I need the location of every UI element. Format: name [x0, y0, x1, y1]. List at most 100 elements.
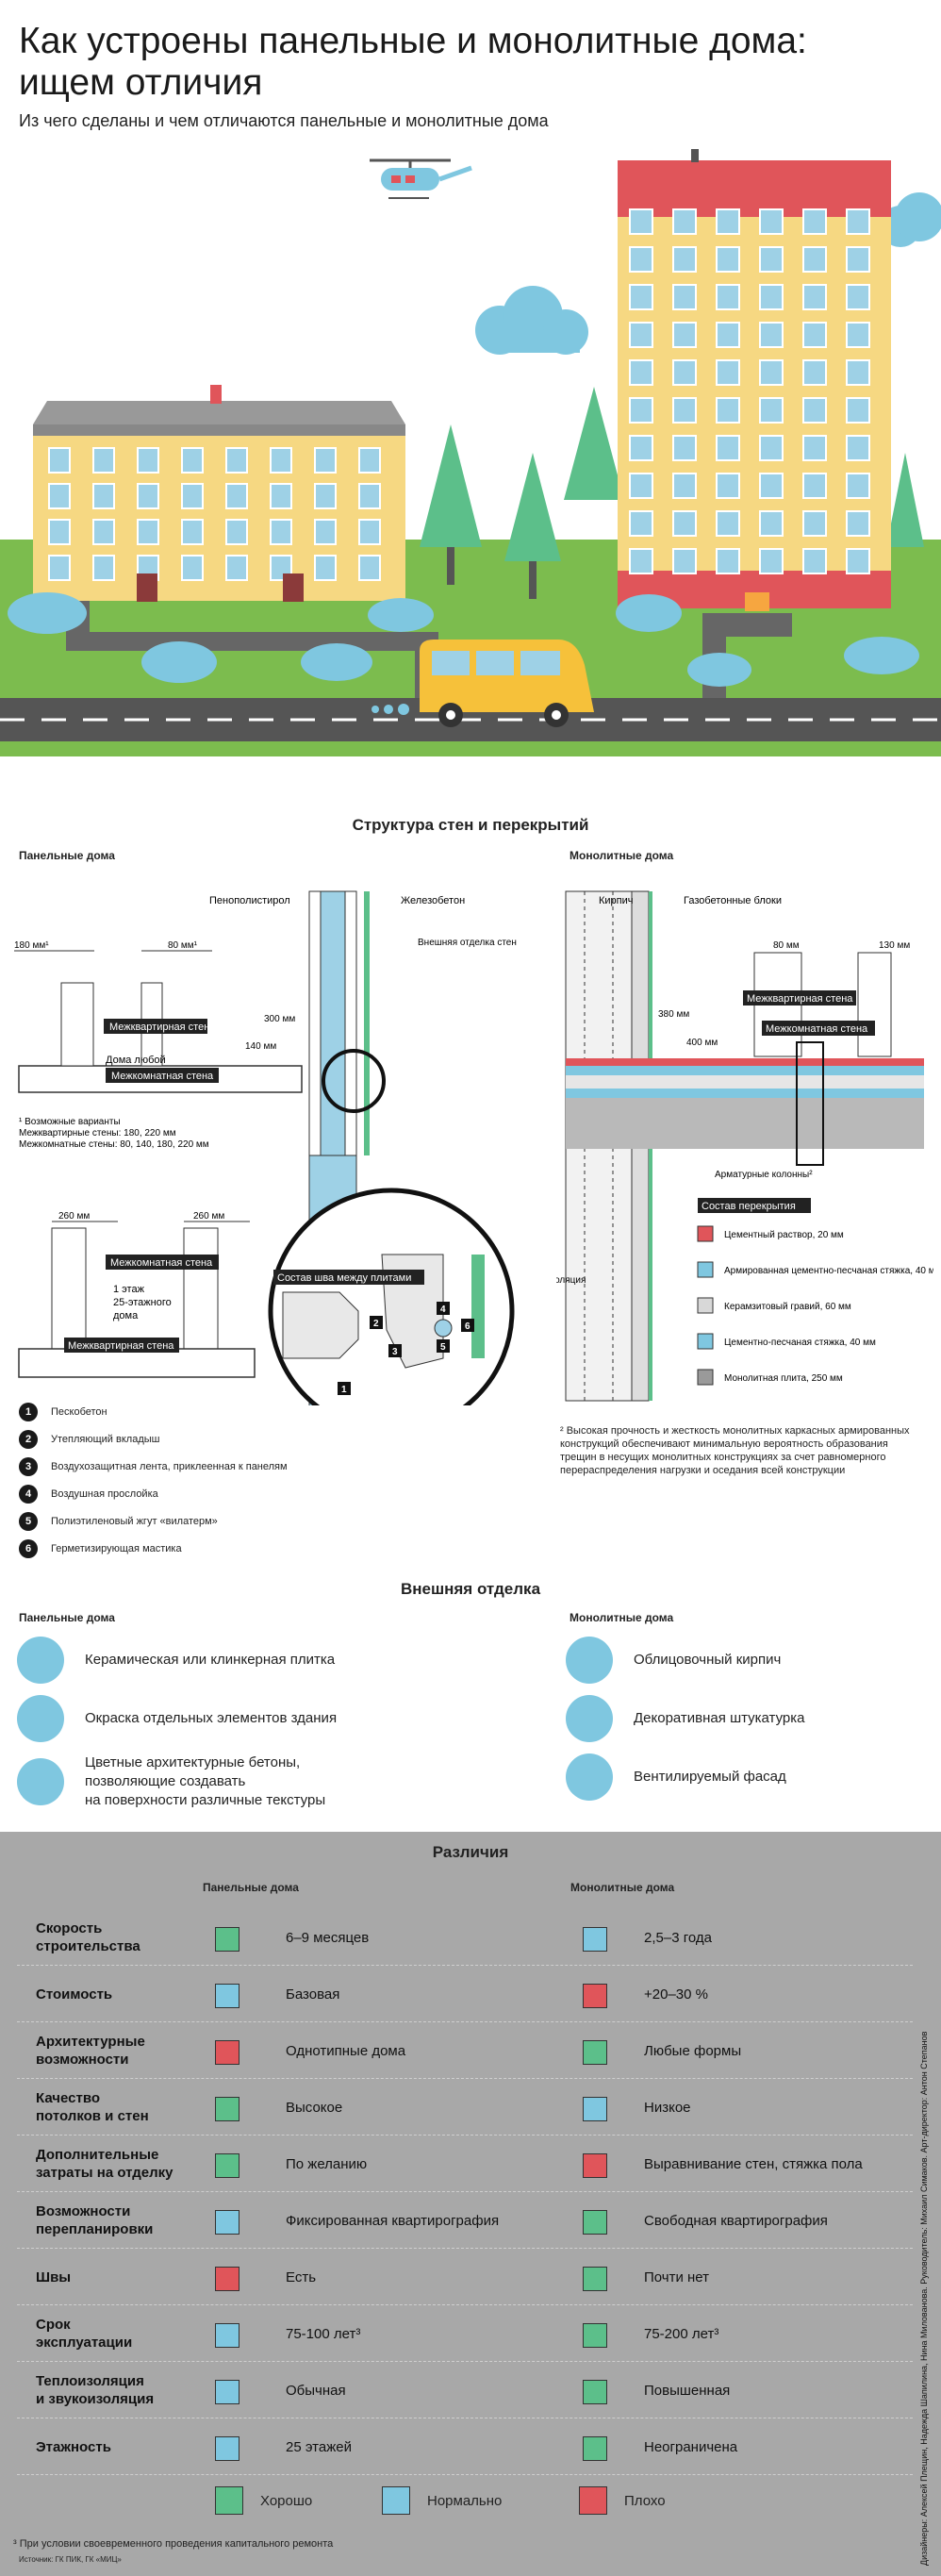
window	[802, 510, 827, 537]
panel-concrete-label: Железобетон	[401, 895, 465, 906]
finish-item: Декоративная штукатурка	[566, 1695, 805, 1742]
mono-dim-130: 130 мм	[879, 940, 910, 951]
window	[181, 519, 204, 545]
window	[48, 483, 71, 509]
row-divider	[17, 2135, 913, 2136]
row-label: Скорость строительства	[36, 1920, 140, 1954]
panel-structure-diagram: Межквартирная стена Дома любой этажности…	[14, 890, 517, 1405]
row-divider	[17, 2361, 913, 2362]
window	[181, 447, 204, 474]
panel-finish-label: Внешняя отделка стен	[418, 938, 517, 948]
window	[270, 447, 292, 474]
panel-value: Высокое	[286, 2099, 343, 2116]
paint-icon	[17, 1695, 64, 1742]
mono-interroom-label: Межкомнатная стена	[766, 1023, 868, 1035]
mono-interapt-label: Межквартирная стена	[747, 993, 853, 1005]
window	[629, 435, 653, 461]
panel-seam-label: Состав шва между плитами	[277, 1272, 411, 1284]
mono-slab-title: Состав перекрытия	[702, 1201, 796, 1212]
row-label: Стоимость	[36, 1986, 113, 2003]
panel-rating-square	[215, 2153, 239, 2178]
legend-text: Герметизирующая мастика	[51, 1543, 182, 1554]
window	[759, 473, 784, 499]
window	[846, 246, 870, 273]
mono-rating-square	[583, 2323, 607, 2348]
header: Как устроены панельные и монолитные дома…	[19, 21, 867, 131]
row-label: Архитектурные возможности	[36, 2034, 145, 2068]
structure-mono-label: Монолитные дома	[570, 849, 674, 862]
window	[716, 246, 740, 273]
mono-rating-square	[583, 2153, 607, 2178]
window	[92, 555, 115, 581]
panel-dim-80: 80 мм¹	[168, 940, 198, 951]
panel-note-3: Межкомнатные стены: 80, 140, 180, 220 мм	[19, 1139, 209, 1150]
finish-text: Цветные архитектурные бетоны, позволяющи…	[85, 1754, 326, 1808]
legend-text: Воздухозащитная лента, приклеенная к пан…	[51, 1461, 288, 1472]
diff-mono-label: Монолитные дома	[570, 1881, 675, 1894]
window	[48, 447, 71, 474]
window	[629, 473, 653, 499]
window	[846, 510, 870, 537]
row-label: Теплоизоляция и звукоизоляция	[36, 2373, 155, 2407]
panel-value: По желанию	[286, 2155, 368, 2172]
window	[759, 397, 784, 424]
panel-rating-square	[215, 2436, 239, 2461]
window	[314, 519, 337, 545]
window	[716, 322, 740, 348]
window	[802, 397, 827, 424]
finish-title: Внешняя отделка	[400, 1580, 541, 1598]
window	[314, 483, 337, 509]
panel-value: 6–9 месяцев	[286, 1929, 370, 1946]
legend-number: 5	[19, 1512, 38, 1531]
finish-item: Цветные архитектурные бетоны, позволяющи…	[17, 1753, 325, 1810]
window	[629, 397, 653, 424]
key-label: Хорошо	[260, 2492, 313, 2509]
window	[759, 548, 784, 574]
svg-text:1: 1	[341, 1385, 347, 1395]
window	[314, 447, 337, 474]
window	[672, 397, 697, 424]
credits: Дизайнеры: Алексей Плещин, Надежда Шапил…	[919, 2031, 929, 2566]
window	[802, 359, 827, 386]
panel-dim-260b: 260 мм	[193, 1211, 224, 1222]
legend-number: 1	[19, 1403, 38, 1421]
key-label: Нормально	[427, 2492, 503, 2509]
mono-rating-square	[583, 2210, 607, 2235]
window	[846, 397, 870, 424]
panel-dim-300: 300 мм	[264, 1014, 295, 1024]
row-label: Швы	[36, 2269, 72, 2285]
legend-text: Воздушная прослойка	[51, 1488, 158, 1500]
panel-rating-square	[215, 2040, 239, 2065]
window	[629, 548, 653, 574]
key-swatch	[382, 2486, 410, 2515]
structure-title: Структура стен и перекрытий	[352, 816, 589, 834]
diff-footnote: ³ При условии своевременного проведения …	[13, 2538, 334, 2550]
panel-floor-1: 1 этаж	[113, 1284, 145, 1295]
panel-value: Базовая	[286, 1986, 340, 2003]
row-label: Возможности перепланировки	[36, 2203, 154, 2237]
window	[629, 322, 653, 348]
mono-rating-square	[583, 1984, 607, 2008]
page-subtitle: Из чего сделаны и чем отличаются панельн…	[19, 111, 549, 130]
svg-text:2: 2	[373, 1319, 379, 1329]
window	[629, 284, 653, 310]
key-item: Хорошо	[215, 2486, 312, 2515]
finish-mono-label: Монолитные дома	[570, 1611, 674, 1624]
window	[48, 519, 71, 545]
legend-number: 2	[19, 1430, 38, 1449]
window	[137, 483, 159, 509]
panel-house	[33, 385, 405, 602]
brick-icon	[566, 1637, 613, 1684]
panel-value: Есть	[286, 2269, 317, 2285]
mono-gasblock-label: Газобетонные блоки	[684, 895, 782, 906]
panel-rating-square	[215, 2323, 239, 2348]
slab-swatch	[697, 1261, 714, 1278]
finish-item: Керамическая или клинкерная плитка	[17, 1637, 335, 1684]
panel-interroom2-label: Межкомнатная стена	[110, 1257, 213, 1269]
